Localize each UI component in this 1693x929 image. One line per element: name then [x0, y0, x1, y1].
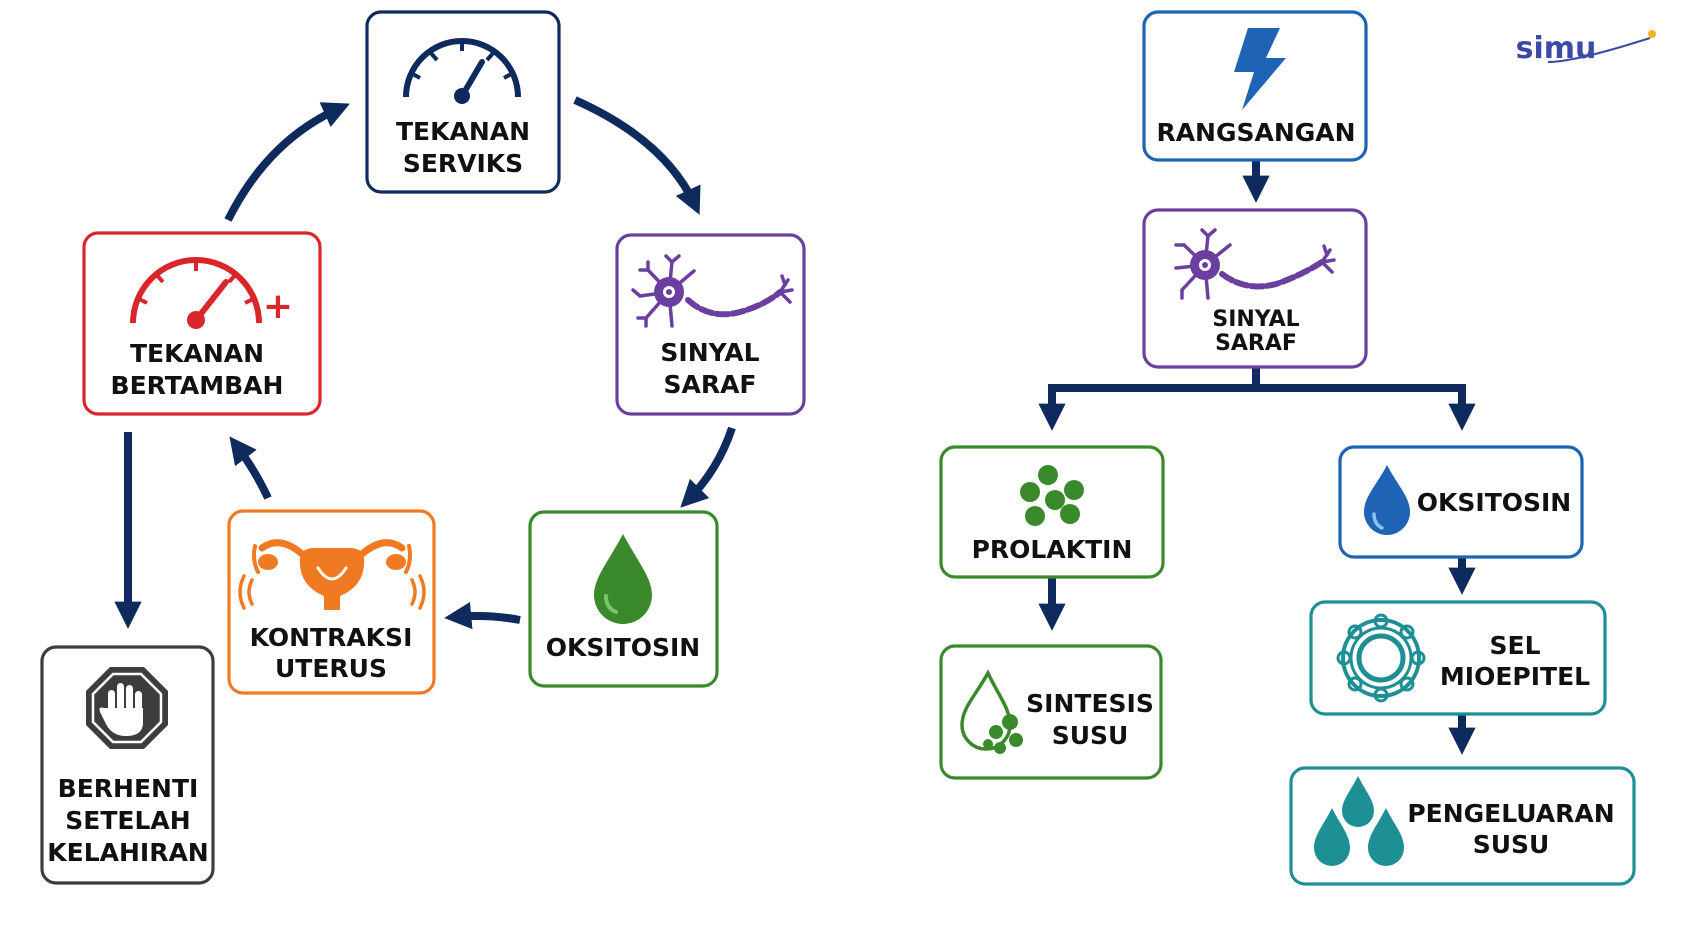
node-tekanan-bertambah: + TEKANAN BERTAMBAH: [82, 231, 322, 416]
stop-hand-icon: [86, 667, 168, 749]
node-sinyal-saraf-right: SINYAL SARAF: [1142, 208, 1368, 369]
label-uterus: UTERUS: [275, 654, 387, 683]
label-oksitosin: OKSITOSIN: [546, 633, 700, 662]
label-susu: SUSU: [1052, 721, 1129, 750]
label-bertambah: BERTAMBAH: [111, 371, 284, 400]
label-prolaktin: PROLAKTIN: [972, 535, 1133, 564]
label-saraf-right: SARAF: [1215, 331, 1297, 356]
drop-dots-icon: [960, 669, 1023, 754]
label-saraf: SARAF: [663, 370, 756, 399]
node-sintesis-susu: SINTESIS SUSU: [939, 644, 1163, 780]
arrow-kontraksi-to-bertambah: [229, 436, 272, 500]
node-prolaktin: PROLAKTIN: [939, 445, 1165, 579]
neuron-icon: [631, 254, 794, 328]
label-mioepitel: MIOEPITEL: [1440, 662, 1590, 691]
node-pengeluaran-susu: PENGELUARAN SUSU: [1289, 766, 1636, 886]
label-setelah: SETELAH: [65, 806, 190, 835]
simu-logo: simu: [1516, 30, 1656, 66]
label-oksitosin-right: OKSITOSIN: [1417, 488, 1571, 517]
plus-sign: +: [263, 286, 293, 327]
label-sinyal-right: SINYAL: [1212, 307, 1299, 332]
lightning-icon: [1234, 28, 1286, 110]
label-kontraksi: KONTRAKSI: [250, 623, 413, 652]
logo-text: simu: [1516, 31, 1597, 66]
label-tekanan-2: TEKANAN: [130, 339, 264, 368]
gauge-plus-icon: +: [130, 257, 293, 329]
label-kelahiran: KELAHIRAN: [47, 838, 208, 867]
gauge-icon: [403, 38, 521, 104]
dots-icon: [1020, 465, 1084, 526]
label-pengeluaran: PENGELUARAN: [1407, 799, 1614, 828]
node-kontraksi-uterus: KONTRAKSI UTERUS: [227, 509, 436, 695]
label-tekanan: TEKANAN: [396, 117, 530, 146]
cell-ring-icon: [1336, 613, 1426, 703]
droplets-icon: [1314, 776, 1404, 866]
arrow-serviks-to-sinyal: [573, 96, 701, 215]
label-sel: SEL: [1489, 631, 1540, 660]
node-berhenti: BERHENTI SETELAH KELAHIRAN: [40, 645, 215, 885]
uterus-icon: [238, 539, 426, 610]
node-rangsangan: RANGSANGAN: [1142, 10, 1368, 162]
node-tekanan-serviks: TEKANAN SERVIKS: [365, 10, 561, 194]
node-oksitosin-right: OKSITOSIN: [1338, 445, 1584, 559]
arrow-sinyal-to-oksitosin: [680, 426, 736, 508]
arrow-branch-split: [1048, 367, 1466, 392]
label-sinyal: SINYAL: [660, 338, 759, 367]
label-berhenti: BERHENTI: [58, 774, 199, 803]
label-sintesis: SINTESIS: [1026, 689, 1154, 718]
label-serviks: SERVIKS: [403, 149, 523, 178]
node-oksitosin-left: OKSITOSIN: [528, 510, 719, 688]
arrow-bertambah-to-serviks: [224, 102, 350, 222]
arrow-oksitosin-to-kontraksi: [444, 601, 521, 630]
label-rangsangan: RANGSANGAN: [1156, 118, 1355, 147]
node-sel-mioepitel: SEL MIOEPITEL: [1309, 600, 1607, 716]
node-sinyal-saraf-left: SINYAL SARAF: [615, 233, 806, 416]
label-susu-2: SUSU: [1473, 830, 1550, 859]
neuron-icon-right: [1174, 228, 1336, 300]
